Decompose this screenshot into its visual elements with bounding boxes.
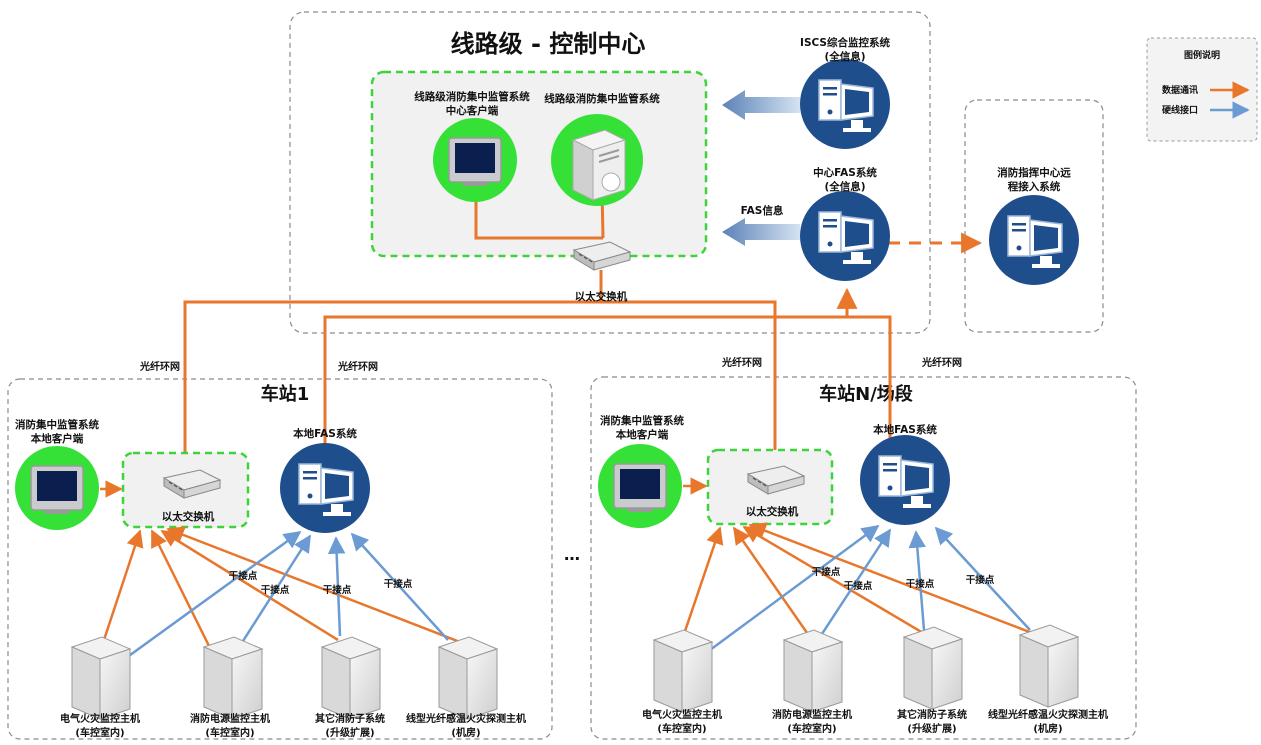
control-center-title: 线路级 - 控制中心 xyxy=(451,30,646,58)
stationN-title: 车站N/场段 xyxy=(819,383,914,405)
remote-label-line1: 消防指挥中心远 xyxy=(997,166,1071,179)
center-server-label: 线路级消防集中监管系统 xyxy=(544,92,660,105)
stationN-device-4-label: 线型光纤感温火灾探测主机 xyxy=(988,708,1108,721)
station1-device-2 xyxy=(203,636,263,720)
remote-label-line2: 程接入系统 xyxy=(1008,180,1061,193)
station1-device-1-label: 电气火灾监控主机 xyxy=(60,712,140,725)
fas-info-label: FAS信息 xyxy=(741,204,784,217)
legend-box xyxy=(1146,37,1258,142)
stationN-client-label-line1: 消防集中监管系统 xyxy=(600,414,684,427)
stationN-device-2-label: 消防电源监控主机 xyxy=(772,708,852,721)
remote-access-region xyxy=(964,99,1104,333)
fiber-ring-lines xyxy=(183,189,892,458)
station1-device-3 xyxy=(321,636,381,720)
center-server-icon xyxy=(551,114,643,206)
stationN-fas-computer-icon xyxy=(859,434,951,526)
fiber-label-1: 光纤环网 xyxy=(139,360,180,373)
fiber-label-4: 光纤环网 xyxy=(921,356,962,369)
station1-client-monitor-icon xyxy=(14,445,100,531)
station1-device-4 xyxy=(438,636,498,720)
station1-device-2-sub: (车控室内) xyxy=(205,726,254,739)
station1-fas-computer-icon xyxy=(279,442,371,534)
station1-device-3-label: 其它消防子系统 xyxy=(315,712,385,725)
remote-access-computer-icon xyxy=(988,194,1080,286)
stationN-device-2 xyxy=(783,629,843,713)
control-center-region xyxy=(289,11,931,334)
stationN-dry-contact-1: 干接点 xyxy=(812,566,841,578)
center-client-monitor-icon xyxy=(432,117,518,203)
iscs-label-line1: ISCS综合监控系统 xyxy=(800,36,890,49)
station1-device-2-label: 消防电源监控主机 xyxy=(190,712,270,725)
stationN-device-2-sub: (车控室内) xyxy=(787,722,836,735)
station1-device-3-sub: (升级扩展) xyxy=(325,726,374,739)
stationN-device-1 xyxy=(653,629,713,713)
stationN-device-3 xyxy=(903,626,963,710)
fas-info-arrow xyxy=(722,218,800,246)
station1-device-1-sub: (车控室内) xyxy=(75,726,124,739)
iscs-to-center-arrow xyxy=(722,90,800,120)
station1-client-label-line2: 本地客户端 xyxy=(31,432,84,445)
legend-data-comm-label: 数据通讯 xyxy=(1162,84,1198,96)
fiber-label-2: 光纤环网 xyxy=(337,360,378,373)
stationN-dry-contact-4: 干接点 xyxy=(966,574,995,586)
legend-hardwire-label: 硬线接口 xyxy=(1162,104,1198,116)
station1-device-1 xyxy=(71,636,131,720)
legend-title: 图例说明 xyxy=(1184,49,1220,61)
stationN-switch-label: 以太交换机 xyxy=(746,505,799,518)
stationN-dry-contact-3: 干接点 xyxy=(906,578,935,590)
fiber-label-3: 光纤环网 xyxy=(721,356,762,369)
station1-dry-contact-3: 干接点 xyxy=(323,584,352,596)
stationN-device-1-sub: (车控室内) xyxy=(657,722,706,735)
stationN-fas-label: 本地FAS系统 xyxy=(873,423,937,436)
iscs-label-line2: (全信息) xyxy=(824,50,865,63)
ellipsis: … xyxy=(564,545,580,564)
station1-title: 车站1 xyxy=(261,383,310,405)
station1-client-label-line1: 消防集中监管系统 xyxy=(15,418,99,431)
iscs-computer-icon xyxy=(799,58,891,150)
stationN-client-monitor-icon xyxy=(597,443,683,529)
stationN-client-label-line2: 本地客户端 xyxy=(616,428,669,441)
center-fas-label-line1: 中心FAS系统 xyxy=(813,166,877,179)
center-client-label-line1: 线路级消防集中监管系统 xyxy=(414,90,530,103)
stationN: 消防集中监管系统 本地客户端 以太交换机 本地FAS系统 干接点 干接点 干接点… xyxy=(597,414,1108,735)
stationN-device-4-sub: (机房) xyxy=(1033,722,1062,735)
station1-switch-label: 以太交换机 xyxy=(162,510,215,523)
supervision-system-group xyxy=(370,70,708,258)
station1-region xyxy=(7,378,553,740)
station1-device-4-label: 线型光纤感温火灾探测主机 xyxy=(406,712,526,725)
stationN-dry-contact-2: 干接点 xyxy=(844,580,873,592)
center-client-label-line2: 中心客户端 xyxy=(446,104,499,117)
station1-dry-contact-4: 干接点 xyxy=(384,578,413,590)
stationN-region xyxy=(590,376,1137,740)
center-switch-label: 以太交换机 xyxy=(575,290,628,303)
station1-dry-contact-1: 干接点 xyxy=(229,570,258,582)
stationN-device-1-label: 电气火灾监控主机 xyxy=(642,708,722,721)
center-fas-computer-icon xyxy=(799,190,891,282)
station1-fas-label: 本地FAS系统 xyxy=(293,427,357,440)
stationN-device-4 xyxy=(1019,624,1079,708)
center-fas-label-line2: (全信息) xyxy=(824,180,865,193)
stationN-device-3-sub: (升级扩展) xyxy=(907,722,956,735)
station1-dry-contact-2: 干接点 xyxy=(261,584,290,596)
station1: 消防集中监管系统 本地客户端 以太交换机 本地FAS系统 干接点 干接点 干接点… xyxy=(14,418,526,739)
station1-device-4-sub: (机房) xyxy=(451,726,480,739)
stationN-device-3-label: 其它消防子系统 xyxy=(897,708,967,721)
